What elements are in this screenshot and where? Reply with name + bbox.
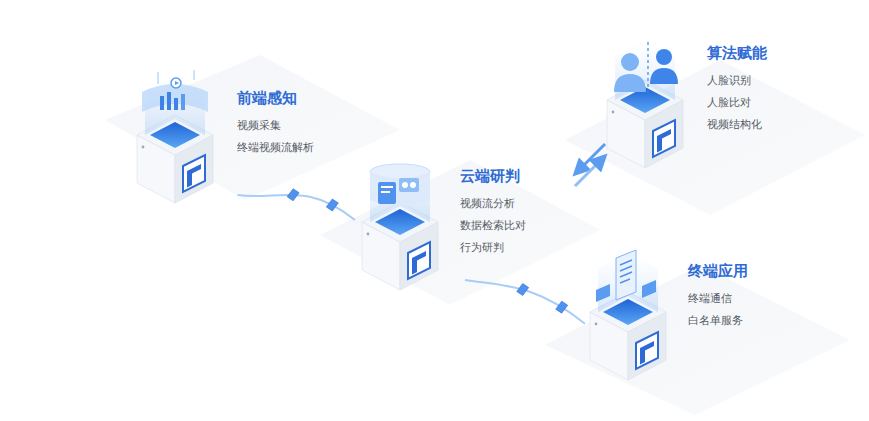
connector: [238, 189, 356, 220]
cube: [607, 40, 683, 168]
text-column: 算法赋能人脸识别人脸比对视频结构化: [707, 43, 767, 136]
cloud-analysis-icon: [370, 164, 430, 206]
arrow: [575, 156, 605, 186]
text-column: 终端应用终端通信白名单服务: [688, 261, 748, 332]
flow-line: [465, 280, 585, 324]
stage-item: 视频流分析: [460, 193, 526, 215]
connector: [465, 280, 585, 324]
video-icon: [142, 70, 208, 112]
text-column: 前端感知视频采集终端视频流解析: [237, 88, 314, 159]
stage-item: 视频采集: [237, 115, 314, 137]
stage-node: 终端应用终端通信白名单服务: [585, 255, 770, 380]
stage-heading: 算法赋能: [707, 43, 767, 63]
stage-node: 云端研判视频流分析数据检索比对行为研判: [355, 150, 575, 280]
document-icon: [596, 250, 656, 302]
stage-item: 行为研判: [460, 237, 526, 259]
stage-item: 人脸比对: [707, 92, 767, 114]
cube: [137, 75, 213, 203]
stage-heading: 终端应用: [688, 261, 748, 281]
stage-item: 视频结构化: [707, 114, 767, 136]
text-column: 云端研判视频流分析数据检索比对行为研判: [460, 166, 526, 259]
stage-heading: 云端研判: [460, 166, 526, 186]
flow-dot: [287, 189, 299, 201]
cube: [362, 162, 438, 290]
stage-node: 算法赋能人脸识别人脸比对视频结构化: [605, 35, 805, 170]
stage-heading: 前端感知: [237, 88, 314, 108]
platform: [320, 160, 600, 305]
stage-item: 终端通信: [688, 288, 748, 310]
stage-item: 终端视频流解析: [237, 137, 314, 159]
stage-item: 数据检索比对: [460, 215, 526, 237]
flow-dot: [517, 284, 529, 296]
stage-item: 白名单服务: [688, 310, 748, 332]
connector: [575, 144, 605, 186]
stage-node: 前端感知视频采集终端视频流解析: [135, 70, 340, 195]
stage-item: 人脸识别: [707, 70, 767, 92]
flow-dot: [556, 301, 568, 313]
flow-dot: [326, 199, 338, 211]
face-icon: [614, 42, 678, 98]
flow-line: [238, 195, 356, 220]
